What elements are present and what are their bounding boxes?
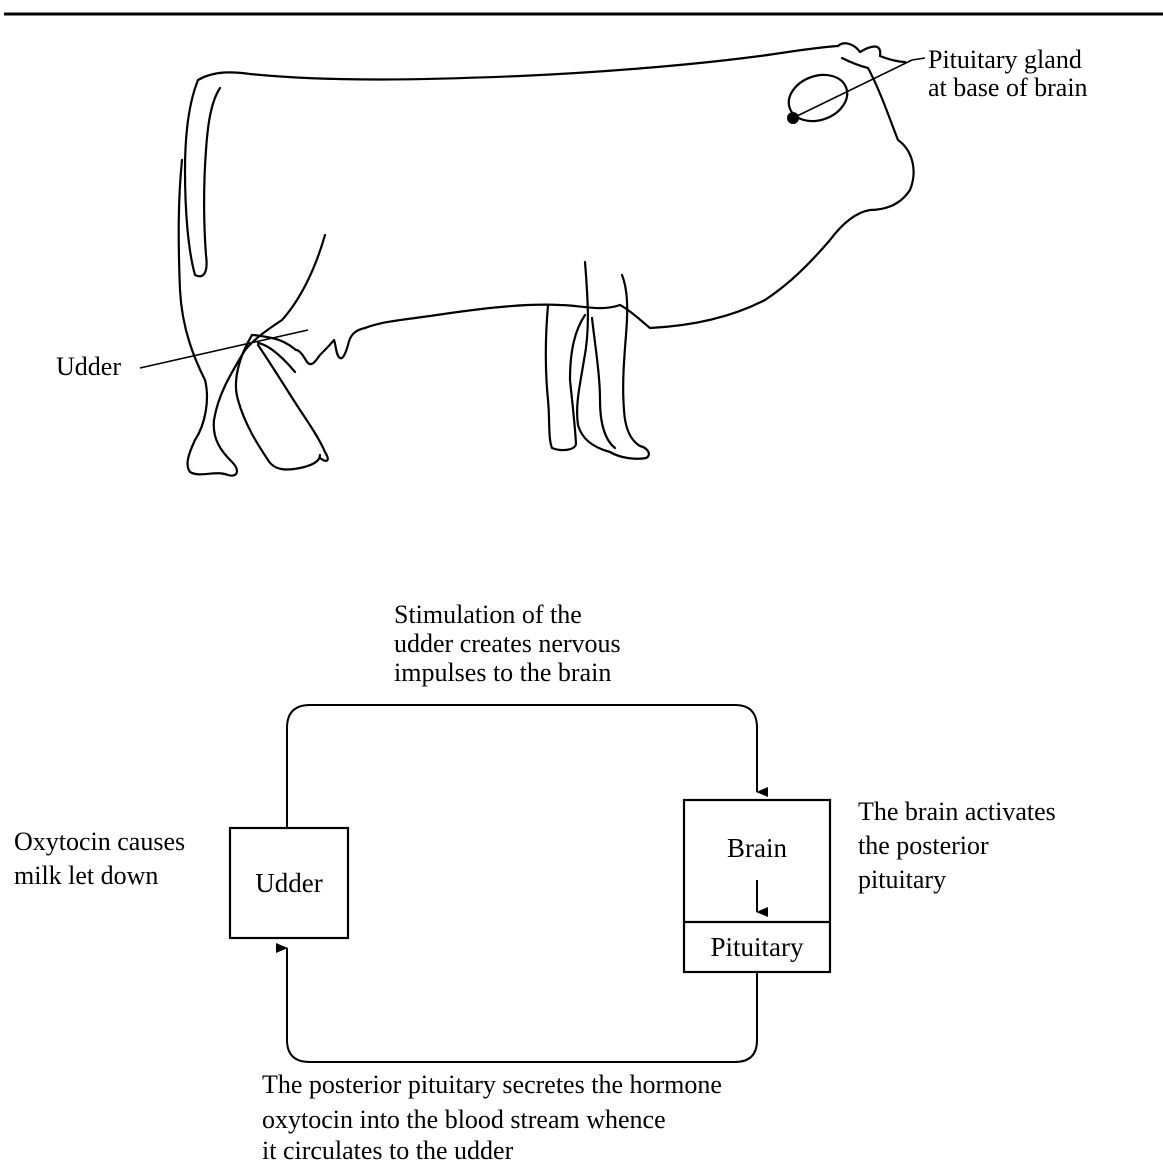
bottom-caption-line3: it circulates to the udder (262, 1137, 513, 1165)
bottom-caption-line2: oxytocin into the blood stream whence (262, 1106, 666, 1134)
bottom-caption-line1: The posterior pituitary secretes the hor… (262, 1071, 722, 1099)
top-caption-line3: impulses to the brain (394, 659, 611, 687)
pituitary-gland-label-line1: Pituitary gland (928, 46, 1082, 74)
top-caption-line1: Stimulation of the (394, 601, 582, 629)
left-caption-line1: Oxytocin causes (14, 828, 185, 856)
udder-label: Udder (56, 353, 121, 381)
pituitary-leader (793, 60, 912, 118)
udder-box-label: Udder (230, 868, 348, 898)
right-caption-line3: pituitary (858, 866, 946, 894)
top-caption-line2: udder creates nervous (394, 630, 621, 658)
pituitary-box-label: Pituitary (684, 932, 830, 962)
left-caption-line2: milk let down (14, 862, 158, 890)
oxytocin-blood-path (287, 948, 757, 1062)
pituitary-gland-label-line2: at base of brain (928, 74, 1088, 102)
udder-leader (140, 330, 308, 368)
right-caption-line2: the posterior (858, 832, 989, 860)
cow-outline (179, 43, 914, 475)
nerve-impulse-path (287, 705, 757, 828)
brain-box-label: Brain (684, 833, 830, 863)
right-caption-line1: The brain activates (858, 798, 1056, 826)
pituitary-leader-tail (912, 58, 925, 60)
